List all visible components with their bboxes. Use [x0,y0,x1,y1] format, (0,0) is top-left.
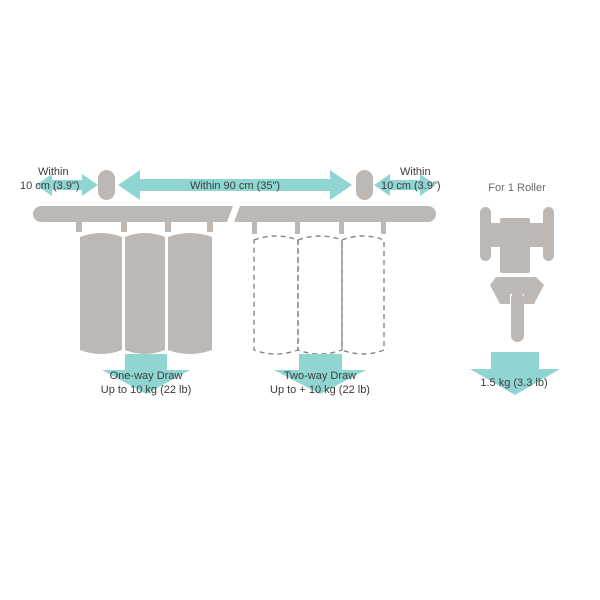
roller-hook [511,292,524,342]
left-stopper [98,170,115,200]
runner-4 [207,222,213,232]
left-within-label-line2: 10 cm (3.9") [20,180,80,192]
roller-load-arrow [470,352,560,395]
roller-title-label: For 1 Roller [488,182,546,194]
two-way-load-label: Up to + 10 kg (22 lb) [270,384,370,396]
middle-within-label: Within 90 cm (35") [190,180,280,192]
one-way-curtain [80,233,212,354]
right-stopper [356,170,373,200]
one-way-load-label: Up to 10 kg (22 lb) [101,384,192,396]
roller-weight-label: 1.5 kg (3.3 lb) [480,377,547,389]
roller-body [500,218,530,273]
roller-unit [480,207,554,342]
dashed-fold-3 [341,235,385,355]
curtain-fold-1 [80,233,122,354]
two-way-curtain [253,235,385,355]
runner-7 [339,222,344,234]
rail-left-section [33,206,233,222]
left-runners [76,222,213,232]
runner-6 [295,222,300,234]
curtain-rail [33,206,436,222]
curtain-fold-2 [125,233,165,354]
text-labels: Within 10 cm (3.9") Within 90 cm (35") W… [20,166,548,396]
runner-8 [381,222,386,234]
roller-wheel-right [543,207,554,261]
dashed-fold-2 [297,235,343,355]
left-distance-arrow [36,174,98,196]
roller-arm [490,277,544,304]
rail-right-section [234,206,436,222]
one-way-draw-label: One-way Draw [110,370,183,382]
right-runners [252,222,386,234]
two-way-draw-label: Two-way Draw [284,370,356,382]
runner-3 [165,222,171,232]
middle-distance-arrow [118,170,352,200]
right-within-label-line2: 10 cm (3.9") [381,180,441,192]
dashed-fold-1 [253,235,299,355]
runner-5 [252,222,257,234]
dimension-arrows [36,170,436,200]
right-distance-arrow [374,174,436,196]
runner-2 [121,222,127,232]
curtain-fold-3 [168,233,212,354]
two-way-load-arrow [274,354,366,394]
left-within-label-line1: Within [38,166,69,178]
one-way-load-arrow [102,354,190,394]
roller-wheel-left [480,207,491,261]
runner-1 [76,222,82,232]
right-within-label-line1: Within [400,166,431,178]
